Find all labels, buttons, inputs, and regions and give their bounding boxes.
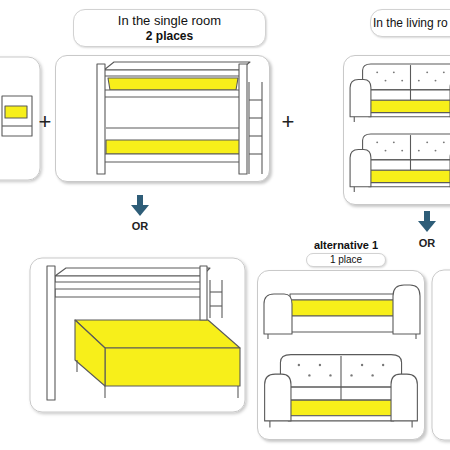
bed-leg — [237, 386, 238, 398]
mattress — [105, 348, 240, 386]
bed-leg — [76, 360, 77, 372]
option-title: alternative 1 — [286, 238, 406, 252]
room-box: In the living ro — [343, 55, 450, 205]
place-count: 1 place — [306, 253, 386, 266]
mattress — [5, 106, 27, 118]
bed-frame — [2, 96, 32, 136]
plus-sign: + — [25, 111, 65, 133]
arrow-shaft — [137, 195, 143, 206]
place-count: 2 places — [73, 29, 266, 44]
plus-sign: + — [268, 111, 308, 133]
partial-box — [432, 270, 450, 440]
down-arrow — [418, 211, 436, 232]
arrow-head — [418, 221, 436, 232]
option-box — [30, 258, 245, 412]
option-box: alternative 11 place — [257, 270, 425, 440]
arrow-shaft — [424, 211, 430, 222]
bed-leg — [104, 386, 105, 398]
or-label: OR — [120, 221, 160, 232]
bed-rail — [2, 125, 32, 126]
ladder-rail — [209, 280, 210, 318]
ladder-rung — [210, 291, 222, 292]
mattress — [75, 320, 240, 348]
arrow-head — [131, 205, 149, 216]
bed-rail — [55, 276, 202, 282]
or-label: OR — [407, 238, 447, 249]
bed-rail — [55, 268, 210, 276]
ladder-rail — [221, 280, 222, 318]
bed-post — [200, 266, 207, 320]
bunk-double-bed — [47, 266, 240, 400]
room-heading: In the single room — [73, 13, 266, 29]
down-arrow — [131, 195, 149, 216]
bed-board — [55, 289, 202, 297]
mattress — [75, 320, 105, 386]
room-box: In the single room2 places — [55, 55, 270, 182]
bed-post — [47, 266, 55, 400]
folding-bed — [2, 96, 32, 136]
room-heading: In the living ro — [373, 16, 450, 31]
ladder-rung — [210, 305, 222, 306]
partial-box — [0, 57, 40, 180]
